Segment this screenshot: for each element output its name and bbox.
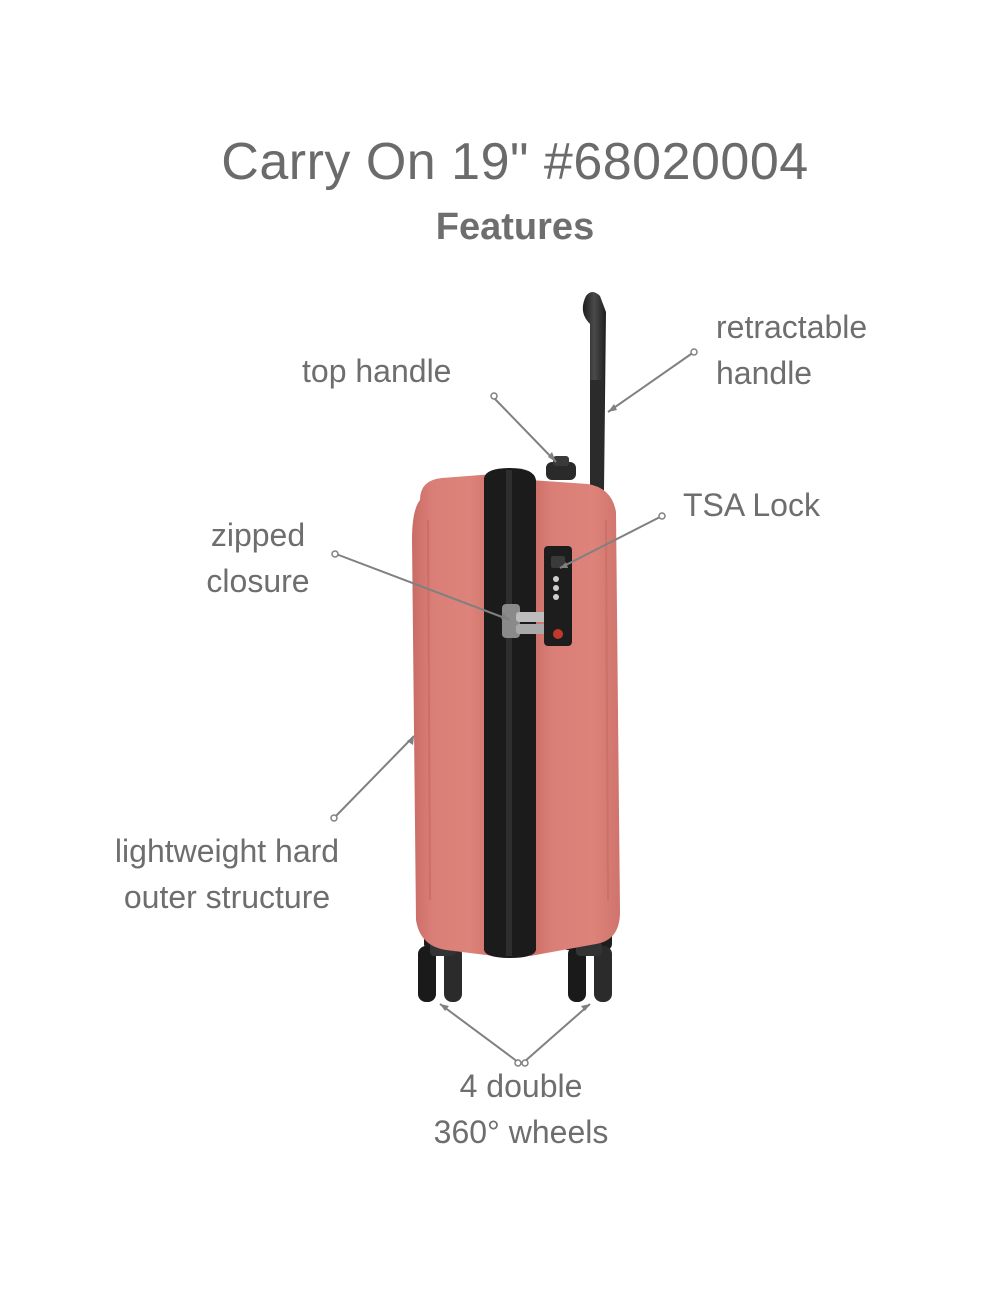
callout-retractable-line2: handle (716, 355, 813, 391)
zipper-band (484, 468, 536, 958)
callout-zipped-line1: zipped (210, 517, 306, 553)
callout-structure-line1: lightweight hard (114, 833, 340, 869)
leader-retractable-handle (607, 351, 695, 413)
callout-tsa-lock: TSA Lock (683, 482, 820, 528)
callout-zipped-closure: zipped closure (196, 512, 320, 604)
callout-wheels-line2: 360° wheels (433, 1114, 609, 1150)
callout-wheels: 4 double 360° wheels (418, 1063, 624, 1155)
callout-retractable-handle: retractable handle (716, 304, 867, 396)
callout-wheels-line1: 4 double (459, 1068, 583, 1104)
top-handle (546, 456, 576, 480)
page-title: Carry On 19" #68020004 (221, 133, 809, 191)
callout-structure-line2: outer structure (123, 879, 331, 915)
leader-top-handle (493, 397, 557, 463)
callout-tsa-lock-text: TSA Lock (683, 487, 820, 523)
leader-tsa-lock (559, 515, 663, 569)
tsa-lock (544, 546, 572, 646)
callout-retractable-line1: retractable (716, 309, 868, 345)
leader-dots (330, 348, 698, 1067)
page-subtitle: Features (435, 206, 595, 248)
leader-wheels-left (439, 1003, 519, 1063)
callout-hard-structure: lightweight hard outer structure (86, 828, 368, 920)
leader-wheels-right (523, 1003, 591, 1063)
leader-lines (333, 351, 695, 1063)
leader-hard-structure (333, 735, 415, 819)
retractable-handle (582, 292, 606, 492)
leader-zipped-closure (335, 553, 511, 621)
leader-arrowheads (407, 404, 617, 1011)
callout-top-handle: top handle (302, 348, 451, 394)
callout-zipped-line2: closure (206, 563, 310, 599)
callout-top-handle-text: top handle (302, 353, 452, 389)
